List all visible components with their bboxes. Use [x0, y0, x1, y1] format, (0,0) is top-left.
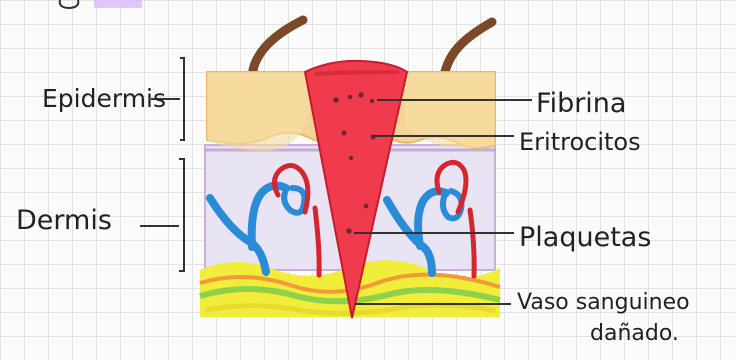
clipped-highlight [94, 0, 142, 8]
plaqueta-dot-2 [346, 228, 351, 233]
wound-top-shadow [315, 72, 399, 74]
epidermis-left-fold [207, 72, 311, 151]
dermis-bracket [179, 159, 184, 271]
epidermis-label: Epidermis [42, 84, 166, 113]
fibrina-dot-4 [370, 99, 374, 103]
eritrocito-dot-1 [342, 131, 347, 136]
vaso-sanguineo-label-line-2: dañado. [590, 321, 679, 346]
hair-left [253, 20, 303, 70]
fibrina-dot-2 [348, 95, 353, 100]
fibrina-dot-1 [333, 97, 339, 103]
eritrocitos-label: Eritrocitos [519, 128, 641, 156]
eritrocito-dot-3 [349, 156, 353, 160]
epidermis-bracket [180, 58, 184, 140]
fibrina-dot-3 [358, 92, 363, 97]
vaso-sanguineo-label-line-1: Vaso sanguineo [517, 290, 690, 315]
plaquetas-label: Plaquetas [519, 222, 651, 253]
hair-right [445, 22, 492, 72]
clipped-ink-mark [60, 0, 79, 8]
fibrina-label: Fibrina [536, 88, 626, 119]
dermis-label: Dermis [16, 205, 112, 236]
plaqueta-dot-1 [364, 204, 369, 209]
